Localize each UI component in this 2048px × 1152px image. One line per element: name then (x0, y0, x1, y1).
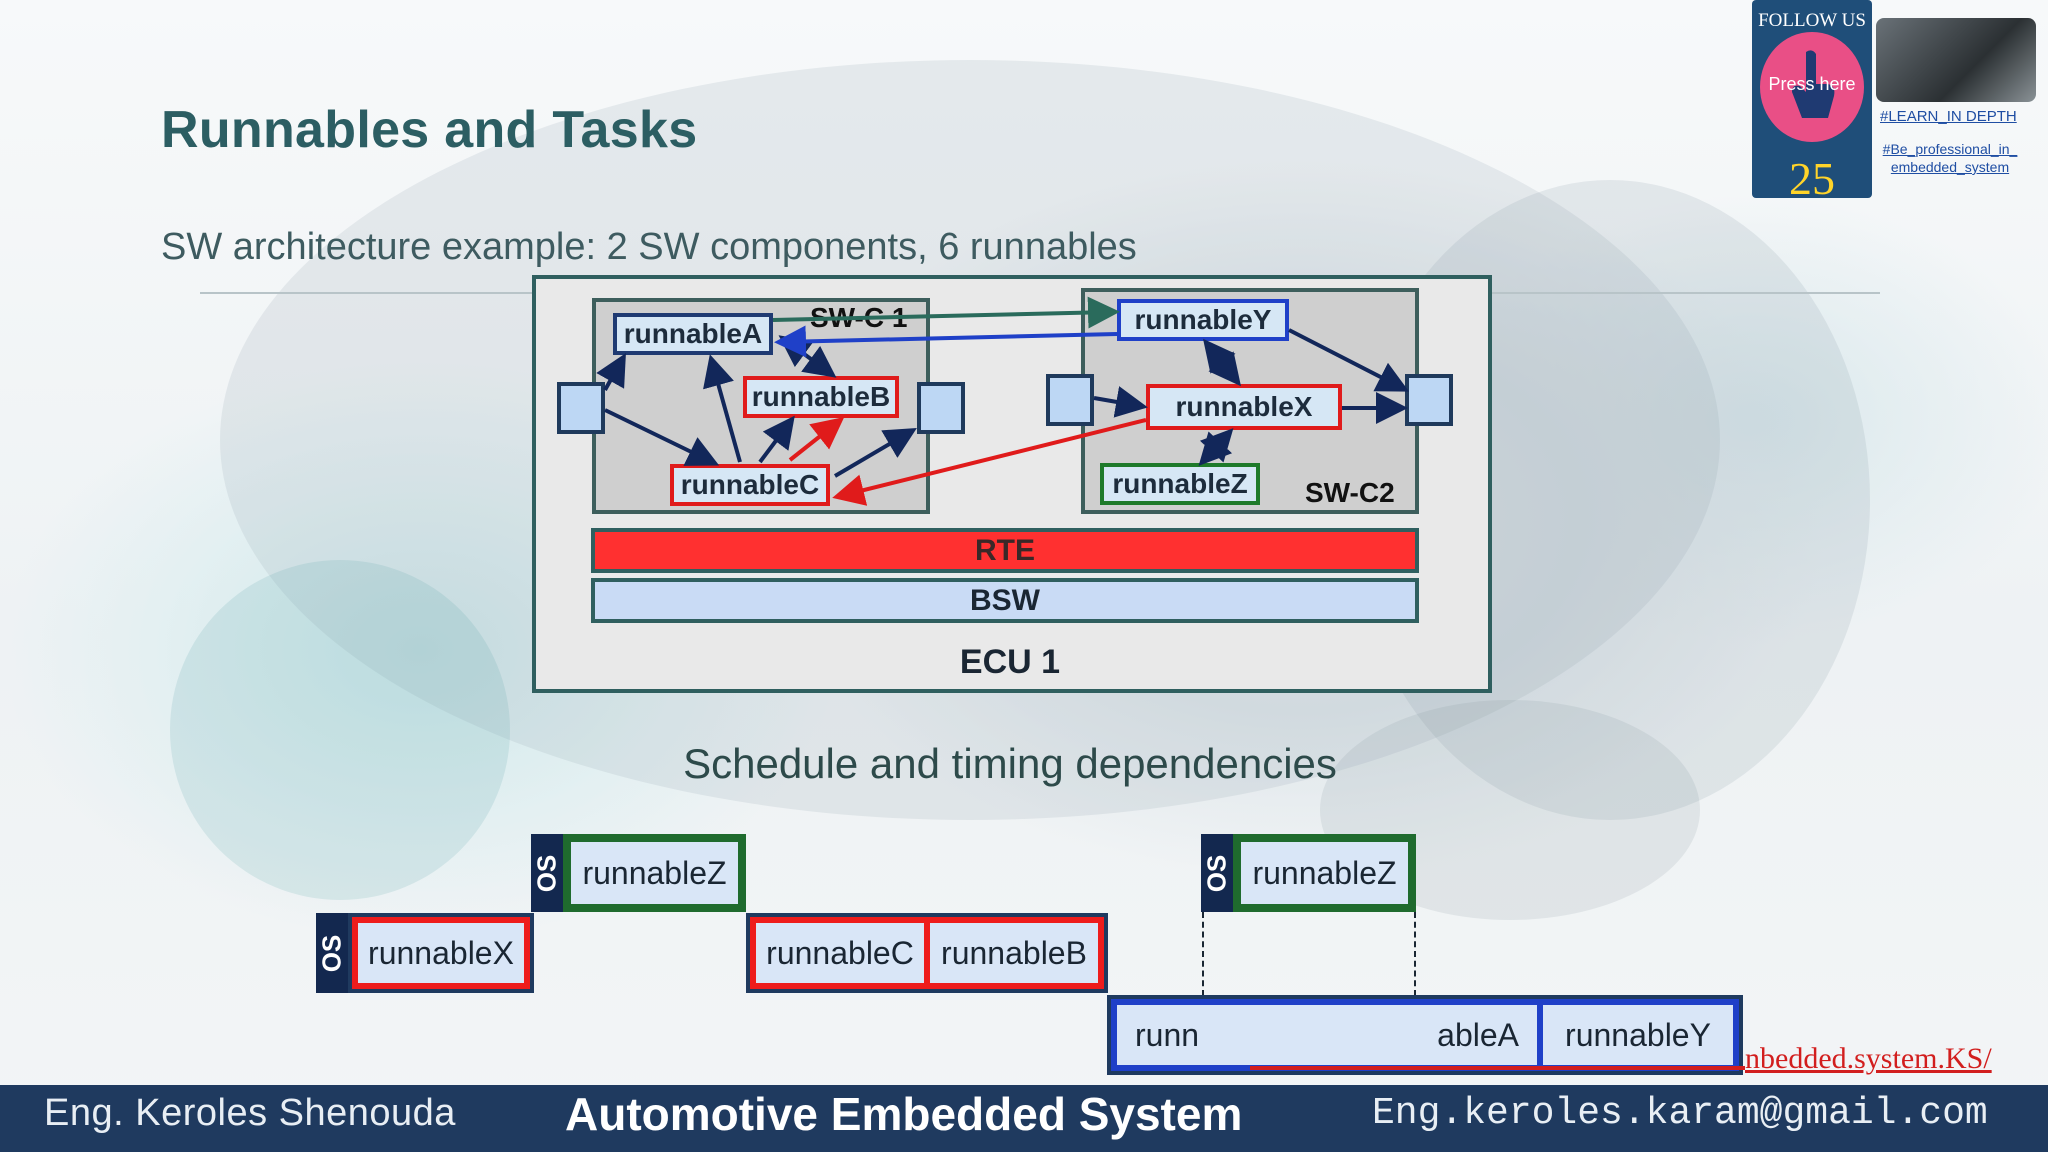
hashtag-be-professional[interactable]: #Be_professional_in_ embedded_system (1882, 141, 2018, 175)
runnable-x: runnableX (1146, 384, 1342, 430)
port-swc2-left (1046, 374, 1094, 426)
os-label: OS (316, 934, 347, 972)
follow-us-button[interactable]: FOLLOW US Press here 25 (1752, 0, 1872, 198)
hashtag-learn-in-depth[interactable]: #LEARN_IN DEPTH (1880, 108, 2017, 125)
slide-subtitle: SW architecture example: 2 SW components… (161, 226, 1137, 268)
slide-title: Runnables and Tasks (161, 101, 698, 159)
os-slot: OS (1201, 834, 1233, 912)
timing-marker-right (1414, 912, 1416, 996)
os-label: OS (1201, 854, 1232, 892)
timeline-runnable-b: runnableB (930, 923, 1098, 983)
follow-label: FOLLOW US (1758, 10, 1866, 31)
runnable-y: runnableY (1117, 299, 1289, 341)
port-swc1-left (557, 382, 605, 434)
swc2-label: SW-C2 (1305, 477, 1395, 508)
runnable-a: runnableA (613, 313, 773, 355)
os-slot: OS (531, 834, 563, 912)
os-label: OS (531, 854, 562, 892)
hand-pointer-icon (1760, 32, 1864, 142)
timeline-runnable-a: runn ableA (1117, 1005, 1537, 1065)
timing-marker-left (1202, 912, 1204, 996)
footer-course-title: Automotive Embedded System (565, 1088, 1243, 1140)
schedule-title: Schedule and timing dependencies (683, 740, 1337, 787)
link-underline-strip (1250, 1066, 1745, 1070)
press-here-label: Press here (1768, 74, 1856, 94)
facebook-link[interactable]: nbedded.system.KS/ (1745, 1042, 1992, 1075)
timeline-runnable-c: runnableC (756, 923, 924, 983)
footer-bar (0, 1085, 2048, 1152)
timeline-runnable-y: runnableY (1543, 1005, 1733, 1065)
port-swc2-right (1405, 374, 1453, 426)
port-swc1-right (917, 382, 965, 434)
bsw-layer: BSW (591, 578, 1419, 623)
car-thumbnail (1876, 18, 2036, 102)
runnable-b: runnableB (743, 376, 899, 418)
runnable-a-part-1: runn (1135, 1016, 1200, 1053)
rte-layer: RTE (591, 528, 1419, 573)
timeline-runnable-z-2: runnableZ (1241, 842, 1408, 904)
runnable-a-part-2: ableA (1437, 1016, 1519, 1053)
follow-count: 25 (1789, 153, 1835, 198)
timeline-runnable-z-1: runnableZ (571, 842, 738, 904)
runnable-z: runnableZ (1100, 463, 1260, 505)
os-slot: OS (316, 913, 348, 993)
ecu-label: ECU 1 (959, 643, 1061, 681)
footer-author: Eng. Keroles Shenouda (44, 1092, 456, 1134)
runnable-c: runnableC (670, 464, 830, 506)
footer-email[interactable]: Eng.keroles.karam@gmail.com (1372, 1092, 1988, 1135)
timeline-runnable-x: runnableX (358, 923, 524, 983)
